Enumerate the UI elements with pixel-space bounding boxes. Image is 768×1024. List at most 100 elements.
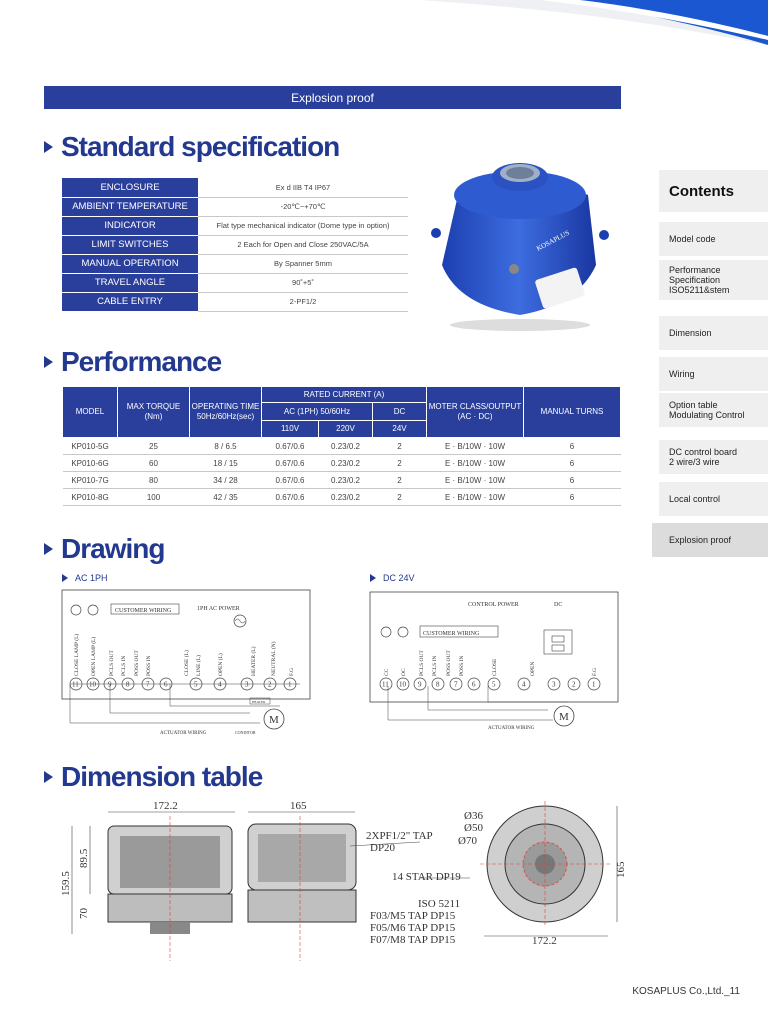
sidebar-item[interactable]: Local control xyxy=(659,482,768,516)
dc-signal-label: PCLS IN xyxy=(432,656,438,676)
ac-terminal-number: 5 xyxy=(194,681,198,689)
perf-cell-v110: 0.67/0.6 xyxy=(261,471,319,489)
sidebar-item-label: Modulating Control xyxy=(669,410,745,420)
dc-customer-wiring: CUSTOMER WIRING xyxy=(423,631,480,637)
perf-cell-model: KP010-5G xyxy=(62,437,118,455)
dc-terminal xyxy=(587,677,601,691)
perf-cell-v110: 0.67/0.6 xyxy=(261,454,319,472)
col-motor: MOTER CLASS/OUTPUT (AC · DC) xyxy=(426,386,524,438)
dc-terminal-number: 5 xyxy=(492,681,496,689)
dc-signal-label: OC xyxy=(401,668,407,676)
dim-iso-label: ISO 5211 xyxy=(418,898,460,910)
dc-terminal-number: 8 xyxy=(436,681,440,689)
dim-tap-depth: DP20 xyxy=(370,842,396,854)
ac-terminal-number: 4 xyxy=(218,681,222,689)
dc-terminal xyxy=(379,677,393,691)
perf-cell-time: 18 / 15 xyxy=(189,454,262,472)
dc-terminal xyxy=(567,677,581,691)
sidebar-item-label: Local control xyxy=(669,494,721,504)
actuator-product-image: KOSAPLUS xyxy=(431,163,609,331)
perf-cell-motor: E · B/10W · 10W xyxy=(426,471,524,489)
dc-actuator-label: ACTUATOR WIRING xyxy=(488,726,535,731)
ac-heater-label: HEATER xyxy=(252,700,266,704)
ac-signal-label: OPEN LAMP (L) xyxy=(90,637,97,676)
ac-signal-label: NEUTRAL (N) xyxy=(270,641,277,676)
dc-signal-label: POSS IN xyxy=(459,656,465,676)
dc-motor-symbol: M xyxy=(559,711,569,723)
sidebar-item[interactable]: Model code xyxy=(659,222,768,256)
ac-signal-label: OPEN (L) xyxy=(217,653,224,676)
heading-arrow-icon xyxy=(44,771,53,783)
sidebar-item-label: Wiring xyxy=(669,369,695,379)
dc-terminal-number: 9 xyxy=(418,681,422,689)
dim-height-upper: 89.5 xyxy=(78,848,90,868)
dc-terminal xyxy=(413,677,427,691)
performance-heading: Performance xyxy=(44,346,222,378)
spec-value: -20℃~+70℃ xyxy=(198,197,408,217)
dimension-heading: Dimension table xyxy=(44,761,263,793)
ac-signal-label: CLOSE (L) xyxy=(183,650,190,676)
sidebar-item[interactable]: Explosion proof xyxy=(652,523,768,557)
perf-cell-time: 8 / 6.5 xyxy=(189,437,262,455)
dc-terminal xyxy=(449,677,463,691)
spec-value: Flat type mechanical indicator (Dome typ… xyxy=(198,216,408,236)
sidebar-item-label: Specification xyxy=(669,275,721,285)
standard-spec-heading: Standard specification xyxy=(44,131,340,163)
dc-terminal-number: 7 xyxy=(454,681,458,689)
dc-terminal-number: 2 xyxy=(572,681,576,689)
dc-terminal xyxy=(467,677,481,691)
dim-tap-label: 2XPF1/2" TAP xyxy=(366,830,433,842)
sub-arrow-icon xyxy=(370,574,376,582)
sidebar-item[interactable]: Wiring xyxy=(659,357,768,391)
perf-cell-torque: 100 xyxy=(117,488,190,506)
perf-cell-v24: 2 xyxy=(372,454,427,472)
perf-cell-v24: 2 xyxy=(372,488,427,506)
dim-star-label: 14 STAR DP19 xyxy=(392,871,461,883)
dc-signal-label: OPEN xyxy=(530,662,536,676)
col-time: OPERATING TIME 50Hz/60Hz(sec) xyxy=(189,386,262,438)
ac-signal-label: PCLS IN xyxy=(121,656,127,676)
ac-wiring-diagram: CUSTOMER WIRING 1PH AC POWER CLOSE LAMP … xyxy=(61,589,311,736)
spec-value: 2 Each for Open and Close 250VAC/5A xyxy=(198,235,408,255)
dim-height-total: 159.5 xyxy=(60,871,72,896)
perf-cell-v220: 0.23/0.2 xyxy=(318,471,373,489)
dc-title: DC 24V xyxy=(383,573,415,583)
dim-f07-label: F07/M8 TAP DP15 xyxy=(370,934,456,946)
col-24v: 24V xyxy=(372,420,427,438)
dim-d50: Ø50 xyxy=(464,822,483,834)
dc-signal-label: F.G xyxy=(592,668,598,676)
ac-terminal-number: 10 xyxy=(89,681,97,689)
page-footer: KOSAPLUS Co.,Ltd._11 xyxy=(632,986,740,997)
perf-cell-v220: 0.23/0.2 xyxy=(318,454,373,472)
heading-arrow-icon xyxy=(44,356,53,368)
ac-terminal-number: 6 xyxy=(164,681,168,689)
spec-value: 90˚+5˚ xyxy=(198,273,408,293)
col-rated-current: RATED CURRENT (A) xyxy=(261,386,427,403)
dc-terminal-number: 3 xyxy=(552,681,556,689)
perf-cell-v24: 2 xyxy=(372,471,427,489)
ac-terminal-number: 11 xyxy=(72,681,79,689)
col-dc: DC xyxy=(372,402,427,421)
dc-power-label: CONTROL POWER xyxy=(468,602,519,608)
dim-top-height: 165 xyxy=(615,861,627,878)
table-row: AMBIENT TEMPERATURE-20℃~+70℃ xyxy=(62,197,408,217)
heading-arrow-icon xyxy=(44,141,53,153)
ac-terminal-number: 1 xyxy=(288,681,292,689)
dim-width-side: 165 xyxy=(290,800,307,812)
perf-cell-model: KP010-7G xyxy=(62,471,118,489)
perf-cell-time: 34 / 28 xyxy=(189,471,262,489)
dc-signal-label: CC xyxy=(384,668,390,676)
heading-arrow-icon xyxy=(44,543,53,555)
spec-label: MANUAL OPERATION xyxy=(62,254,198,274)
perf-cell-turns: 6 xyxy=(523,488,621,506)
dim-f03-label: F03/M5 TAP DP15 xyxy=(370,910,456,922)
sidebar-item[interactable]: Dimension xyxy=(659,316,768,350)
ac-signal-label: F.G xyxy=(289,668,295,676)
